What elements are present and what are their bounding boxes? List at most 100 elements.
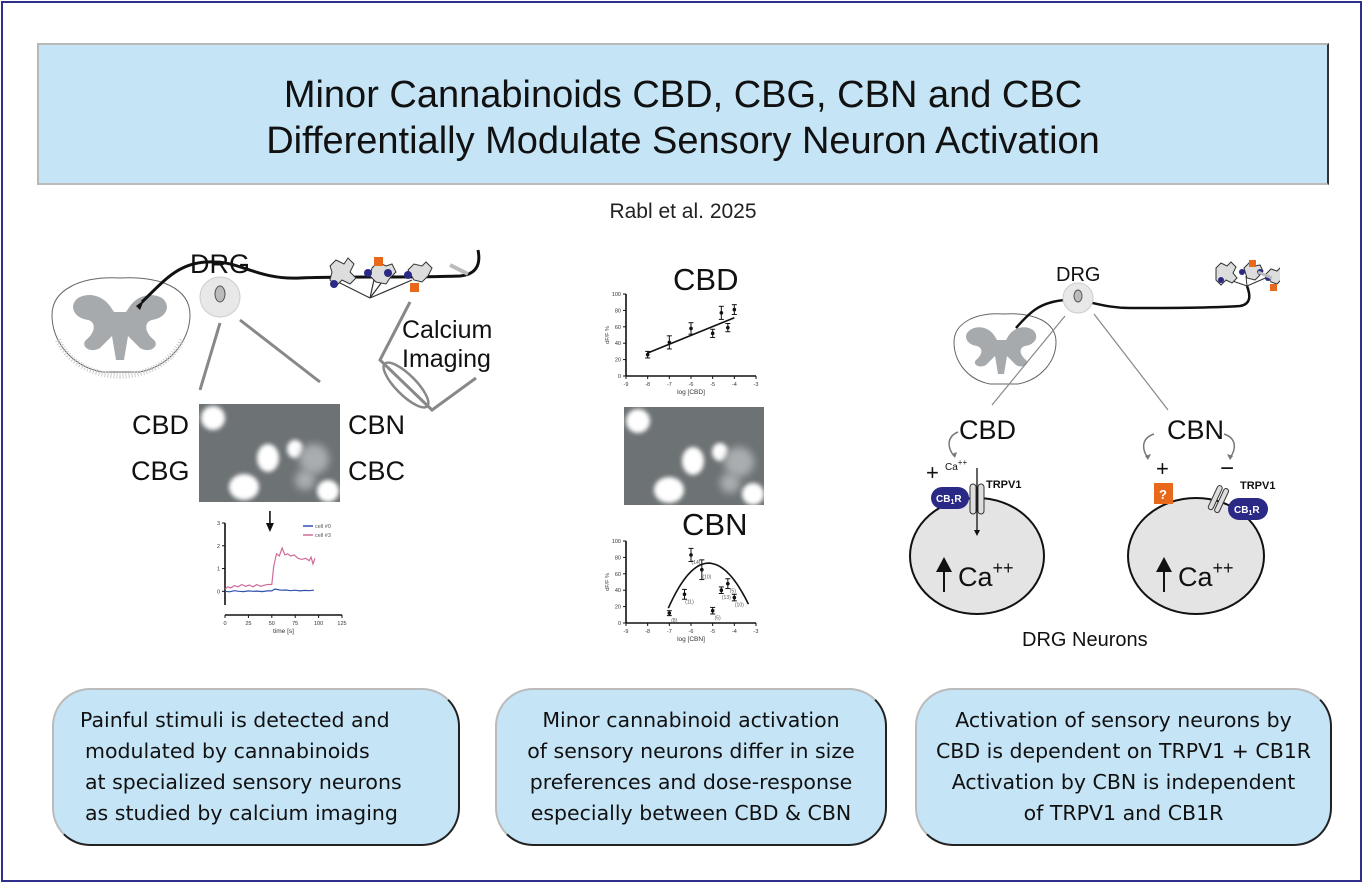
svg-text:CB1R: CB1R xyxy=(936,494,962,506)
trpv1-label: TRPV1 xyxy=(986,479,1021,491)
x-tick-label: -5 xyxy=(710,382,715,388)
drg-ganglion-icon xyxy=(199,276,241,318)
summary-line: Activation of sensory neurons by xyxy=(955,708,1292,732)
zoom-line xyxy=(239,318,321,384)
nerve-endings-icon xyxy=(1215,260,1280,291)
y-tick-label: 0 xyxy=(217,589,220,595)
sample-size-label: (10) xyxy=(735,603,744,609)
title-line-2: Differentially Modulate Sensory Neuron A… xyxy=(266,120,1100,162)
x-tick-label: 75 xyxy=(292,621,298,627)
y-tick-label: 60 xyxy=(615,325,621,331)
summary-line: as studied by calcium imaging xyxy=(85,801,398,825)
x-tick-label: 0 xyxy=(223,621,226,627)
plus-sign: + xyxy=(1156,456,1169,481)
microscope-objective-icon xyxy=(378,301,477,412)
minus-sign: − xyxy=(1220,455,1234,482)
nerve-endings-icon xyxy=(329,257,433,299)
x-tick-label: 50 xyxy=(269,621,275,627)
x-tick-label: -8 xyxy=(645,629,650,635)
sample-size-label: (14) xyxy=(692,560,701,566)
drg-label: DRG xyxy=(1056,264,1100,286)
curved-arrow-icon xyxy=(1142,433,1155,459)
summary-line: CBD is dependent on TRPV1 + CB1R xyxy=(935,739,1312,763)
y-tick-label: 100 xyxy=(612,539,621,545)
left-anatomy-diagram: DRG Calcium Imaging xyxy=(51,249,492,412)
cbn-chart-title: CBN xyxy=(682,507,748,542)
summary-line: at specialized sensory neurons xyxy=(85,770,402,794)
x-axis-label: log [CBN] xyxy=(677,636,705,643)
summary-line: modulated by cannabinoids xyxy=(85,739,370,763)
up-arrow-icon xyxy=(1156,557,1172,592)
compound-label-cbg: CBG xyxy=(131,456,190,486)
sample-size-label: (13) xyxy=(722,595,731,601)
summary-box-mechanism: Activation of sensory neurons by CBD is … xyxy=(915,688,1332,846)
x-tick-label: -5 xyxy=(710,629,715,635)
data-point xyxy=(689,553,693,557)
cbn-mechanism-label: CBN xyxy=(1167,415,1225,445)
cb1r-receptor-icon xyxy=(1228,498,1268,520)
data-point xyxy=(667,340,672,345)
curved-arrow-icon xyxy=(1223,433,1236,459)
sample-size-label: (11) xyxy=(685,599,694,605)
zoom-line xyxy=(1093,313,1169,411)
y-tick-label: 80 xyxy=(615,308,621,314)
legend-label: cell #0 xyxy=(315,524,331,530)
calcium-imaging-label-1: Calcium xyxy=(402,316,492,344)
calcium-imaging-micrograph-2 xyxy=(624,407,764,505)
data-point xyxy=(732,595,737,600)
y-tick-label: 0 xyxy=(618,621,621,627)
compound-label-cbd: CBD xyxy=(132,410,190,440)
zoom-line xyxy=(198,322,222,391)
calcium-imaging-micrograph xyxy=(199,404,340,502)
x-tick-label: -6 xyxy=(689,382,694,388)
x-tick-label: 125 xyxy=(337,621,346,627)
y-tick-label: 40 xyxy=(615,341,621,347)
x-tick-label: -7 xyxy=(667,382,672,388)
svg-text:CB1R: CB1R xyxy=(1234,505,1260,517)
x-tick-label: -9 xyxy=(624,629,629,635)
spinal-cord-icon xyxy=(953,313,1057,385)
x-axis-label: time [s] xyxy=(273,628,294,635)
fit-curve xyxy=(667,562,750,609)
y-tick-label: 100 xyxy=(612,292,621,298)
zoom-line xyxy=(991,315,1066,406)
title-banner: Minor Cannabinoids CBD, CBG, CBN and CBC… xyxy=(37,43,1329,185)
y-tick-label: 2 xyxy=(217,544,220,550)
cb1r-receptor-icon xyxy=(931,487,969,509)
up-arrow-icon xyxy=(936,557,952,592)
x-tick-label: -8 xyxy=(645,382,650,388)
summary-box-dose-response: Minor cannabinoid activation of sensory … xyxy=(495,688,887,846)
trace-line-cell0 xyxy=(224,588,314,593)
data-point xyxy=(689,326,693,331)
neuron-cell-cbn xyxy=(1127,497,1265,615)
sample-size-label: (5) xyxy=(715,616,721,622)
data-point xyxy=(710,608,715,613)
drg-ganglion-icon xyxy=(1062,282,1094,314)
y-tick-label: 20 xyxy=(615,605,621,611)
x-tick-label: -4 xyxy=(732,629,737,635)
cbd-chart-title: CBD xyxy=(673,262,739,297)
right-mechanism-diagram: DRG xyxy=(953,260,1280,411)
legend-label: cell #3 xyxy=(315,533,331,539)
stimulus-arrowhead-icon xyxy=(265,523,274,532)
summary-line: of sensory neurons differ in size xyxy=(527,739,855,763)
trpv1-channel-icon xyxy=(1207,485,1230,514)
summary-line: Minor cannabinoid activation xyxy=(542,708,840,732)
x-tick-label: -6 xyxy=(689,629,694,635)
summary-line: Activation by CBN is independent xyxy=(951,770,1296,794)
y-tick-label: 0 xyxy=(618,374,621,380)
data-point xyxy=(719,588,724,592)
calcium-rise-label: Ca++ xyxy=(958,558,1014,592)
x-tick-label: 25 xyxy=(245,621,251,627)
trpv1-label: TRPV1 xyxy=(1240,480,1275,492)
sample-size-label: (8) xyxy=(671,618,677,624)
data-point xyxy=(726,325,730,330)
spinal-cord-icon xyxy=(51,277,191,380)
title-line-1: Minor Cannabinoids CBD, CBG, CBN and CBC xyxy=(283,74,1083,116)
cbd-mechanism-label: CBD xyxy=(959,415,1017,445)
drg-label: DRG xyxy=(190,249,250,279)
drg-neurons-caption: DRG Neurons xyxy=(1022,629,1148,651)
data-point xyxy=(726,581,730,586)
